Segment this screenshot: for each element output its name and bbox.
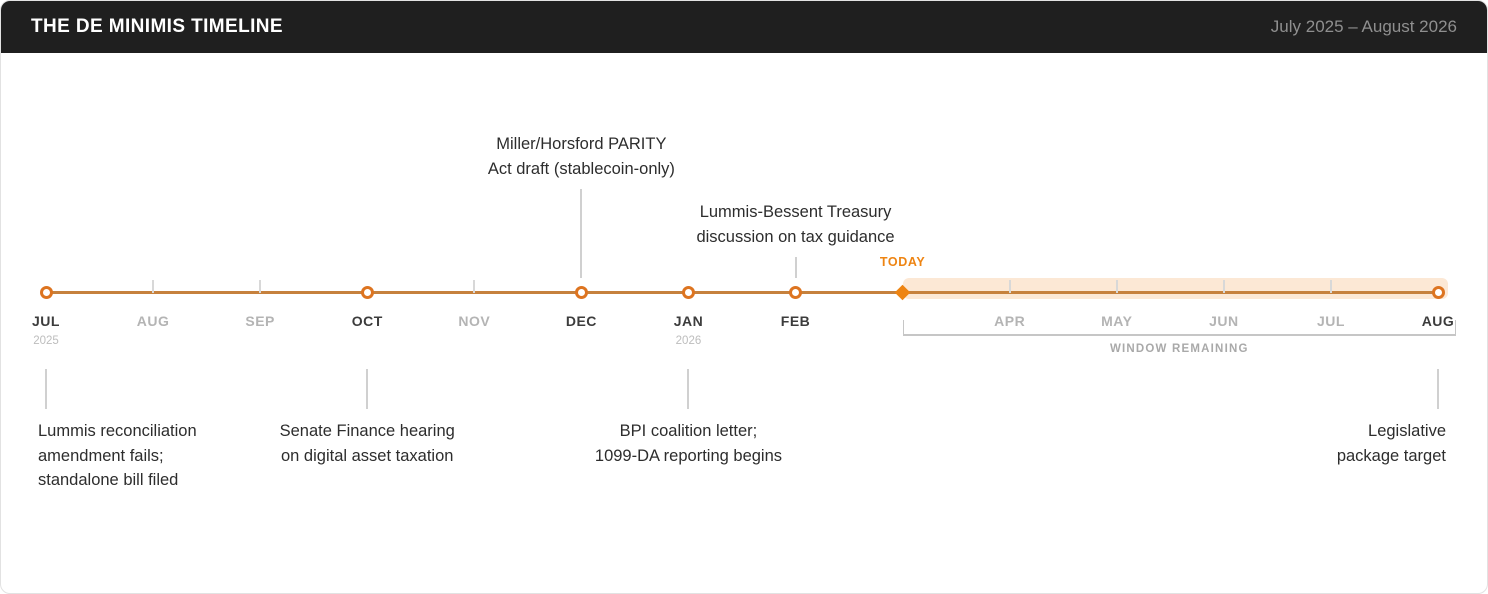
month-label: FEB: [780, 313, 811, 329]
annotation-connector: [366, 369, 369, 409]
month-tick: [1222, 280, 1225, 293]
month-label: AUG: [136, 313, 170, 329]
year-label: 2025: [33, 335, 59, 347]
annotation-below: BPI coalition letter;1099-DA reporting b…: [594, 422, 783, 465]
annotation-connector: [45, 369, 47, 409]
month-tick: [1008, 280, 1011, 293]
month-label: JUL: [1316, 313, 1345, 329]
annotation-connector: [794, 257, 797, 278]
date-range: July 2025 – August 2026: [1270, 17, 1457, 36]
month-label: MAY: [1101, 313, 1133, 329]
event-marker: [681, 286, 695, 299]
month-tick: [1115, 280, 1118, 293]
page-title: THE DE MINIMIS TIMELINE: [31, 16, 283, 37]
event-marker: [360, 286, 374, 299]
window-bracket-line: [902, 334, 1456, 336]
month-label: SEP: [245, 313, 275, 329]
annotation-connector: [580, 189, 583, 278]
month-label: APR: [994, 313, 1026, 329]
window-remaining-label: WINDOW REMAINING: [1109, 343, 1249, 355]
month-label: DEC: [565, 313, 597, 329]
window-bracket-end-right: [1454, 320, 1456, 335]
event-marker: [39, 286, 53, 299]
month-label: JUN: [1209, 313, 1239, 329]
month-tick: [152, 280, 155, 293]
annotation-connector: [687, 369, 690, 409]
month-tick: [1329, 280, 1332, 293]
month-label: AUG: [1421, 313, 1455, 329]
month-tick: [473, 280, 476, 293]
month-label: JUL: [32, 313, 60, 329]
event-marker: [1431, 286, 1445, 299]
event-marker: [574, 286, 588, 299]
event-marker: [789, 286, 803, 299]
window-bracket-end-left: [902, 320, 905, 335]
timeline-line: [46, 291, 1438, 294]
annotation-connector: [1437, 369, 1439, 409]
header-bar: THE DE MINIMIS TIMELINE July 2025 – Augu…: [1, 1, 1487, 53]
today-label: TODAY: [879, 255, 926, 269]
month-label: NOV: [458, 313, 491, 329]
month-label: JAN: [673, 313, 704, 329]
window-remaining-band: [902, 278, 1448, 299]
month-label: OCT: [351, 313, 383, 329]
month-tick: [259, 280, 262, 293]
year-label: 2026: [675, 335, 702, 347]
